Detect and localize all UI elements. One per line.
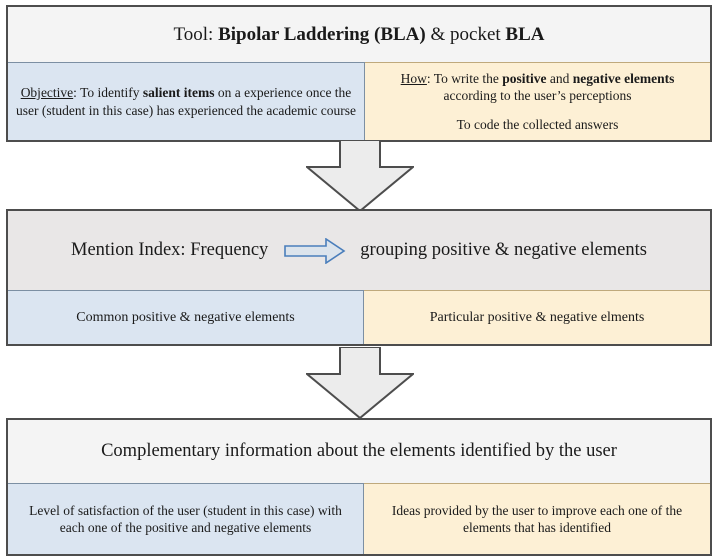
box1-objective-colon: : [73,85,77,101]
box1-split-row: Objective: To identify salient items on … [8,62,710,140]
box1-how-text-before: To write the [430,71,503,87]
stage-box-tool: Tool: Bipolar Laddering (BLA) & pocket B… [6,5,712,142]
stage-box-complementary-information: Complementary information about the elem… [6,418,712,556]
box1-objective-label: Objective [20,85,74,101]
box1-header-text: Tool: Bipolar Laddering (BLA) & pocket B… [174,24,545,46]
box3-ideas-cell: Ideas provided by the user to improve ea… [364,483,710,554]
box2-common-elements-cell: Common positive & negative elements [8,290,364,344]
box1-header-bold-pocket-bla: BLA [505,23,545,45]
box3-satisfaction-cell: Level of satisfaction of the user (stude… [8,483,364,554]
box1-how-bold-positive: positive [502,71,547,87]
box3-split-row: Level of satisfaction of the user (stude… [8,483,710,554]
box1-how-line1: How: To write the positive and negative … [373,70,702,105]
box1-how-label: How [400,71,427,87]
box2-header: Mention Index: Frequency grouping positi… [8,211,710,290]
box2-split-row: Common positive & negative elements Part… [8,290,710,344]
box1-how-line2: To code the collected answers [456,116,619,132]
box1-header-middle: & pocket [425,23,506,45]
box1-objective-cell: Objective: To identify salient items on … [8,62,365,140]
box1-how-text-after: according to the user’s perceptions [443,88,632,104]
box1-how-bold-negative-elements: negative elements [572,71,675,87]
stage-box-mention-index: Mention Index: Frequency grouping positi… [6,209,712,346]
right-arrow-icon [284,237,346,264]
box1-how-cell: How: To write the positive and negative … [365,62,710,140]
box1-objective-text: Objective: To identify salient items on … [16,84,356,119]
box3-header: Complementary information about the elem… [8,420,710,483]
down-arrow-icon-2 [306,347,414,419]
box1-objective-text-before: To identify [76,85,143,101]
box1-header-prefix: Tool: [173,23,219,45]
box1-objective-text-after: on a experience once the user (student i… [16,85,356,118]
box1-how-text-mid: and [546,71,573,87]
box1-objective-bold: salient items [142,85,215,101]
box1-header: Tool: Bipolar Laddering (BLA) & pocket B… [8,7,710,62]
box2-header-right-text: grouping positive & negative elements [360,240,647,260]
box2-header-left-text: Mention Index: Frequency [71,240,269,260]
box1-header-bold-bla: Bipolar Laddering (BLA) [218,23,426,45]
down-arrow-icon-1 [306,140,414,212]
box2-particular-elements-cell: Particular positive & negative elments [364,290,710,344]
box1-how-colon: : [426,71,431,87]
